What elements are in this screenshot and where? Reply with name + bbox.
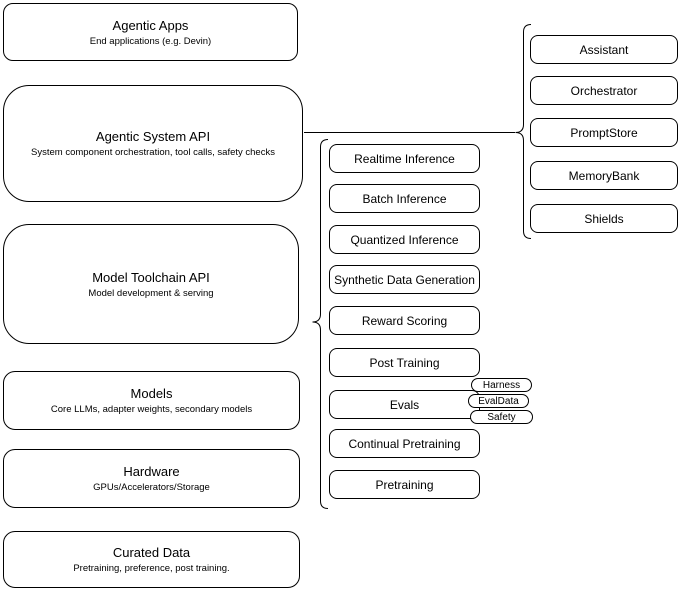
node-pretraining: Pretraining <box>329 470 480 499</box>
node-title: Agentic System API <box>95 129 211 144</box>
node-evals: Evals <box>329 390 480 419</box>
node-subtitle: Pretraining, preference, post training. <box>73 563 230 574</box>
node-promptstore: PromptStore <box>530 118 678 147</box>
node-title: Agentic Apps <box>112 17 189 33</box>
node-model-toolchain-api: Model Toolchain API Model development & … <box>3 224 299 344</box>
node-batch-inference: Batch Inference <box>329 184 480 213</box>
curly-brace-agentic-system <box>515 24 532 239</box>
node-reward-scoring: Reward Scoring <box>329 306 480 335</box>
node-subtitle: End applications (e.g. Devin) <box>89 35 212 47</box>
tag-safety: Safety <box>470 410 533 424</box>
node-post-training: Post Training <box>329 348 480 377</box>
tag-harness: Harness <box>471 378 532 392</box>
node-title: Curated Data <box>112 545 191 560</box>
node-subtitle: GPUs/Accelerators/Storage <box>93 482 210 493</box>
node-subtitle: Model development & serving <box>88 287 214 299</box>
node-assistant: Assistant <box>530 35 678 64</box>
node-title: Models <box>130 386 173 401</box>
node-synthetic-data-generation: Synthetic Data Generation <box>329 265 480 294</box>
node-shields: Shields <box>530 204 678 233</box>
node-quantized-inference: Quantized Inference <box>329 225 480 254</box>
node-hardware: Hardware GPUs/Accelerators/Storage <box>3 449 300 508</box>
node-title: Hardware <box>123 464 180 479</box>
node-continual-pretraining: Continual Pretraining <box>329 429 480 458</box>
node-subtitle: Core LLMs, adapter weights, secondary mo… <box>50 404 253 415</box>
node-subtitle: System component orchestration, tool cal… <box>31 147 275 158</box>
tag-evaldata: EvalData <box>468 394 529 408</box>
node-models: Models Core LLMs, adapter weights, secon… <box>3 371 300 430</box>
curly-brace-toolchain <box>312 139 329 509</box>
node-curated-data: Curated Data Pretraining, preference, po… <box>3 531 300 588</box>
node-agentic-system-api: Agentic System API System component orch… <box>3 85 303 202</box>
node-agentic-apps: Agentic Apps End applications (e.g. Devi… <box>3 3 298 61</box>
node-memorybank: MemoryBank <box>530 161 678 190</box>
node-title: Model Toolchain API <box>92 269 210 285</box>
node-realtime-inference: Realtime Inference <box>329 144 480 173</box>
node-orchestrator: Orchestrator <box>530 76 678 105</box>
